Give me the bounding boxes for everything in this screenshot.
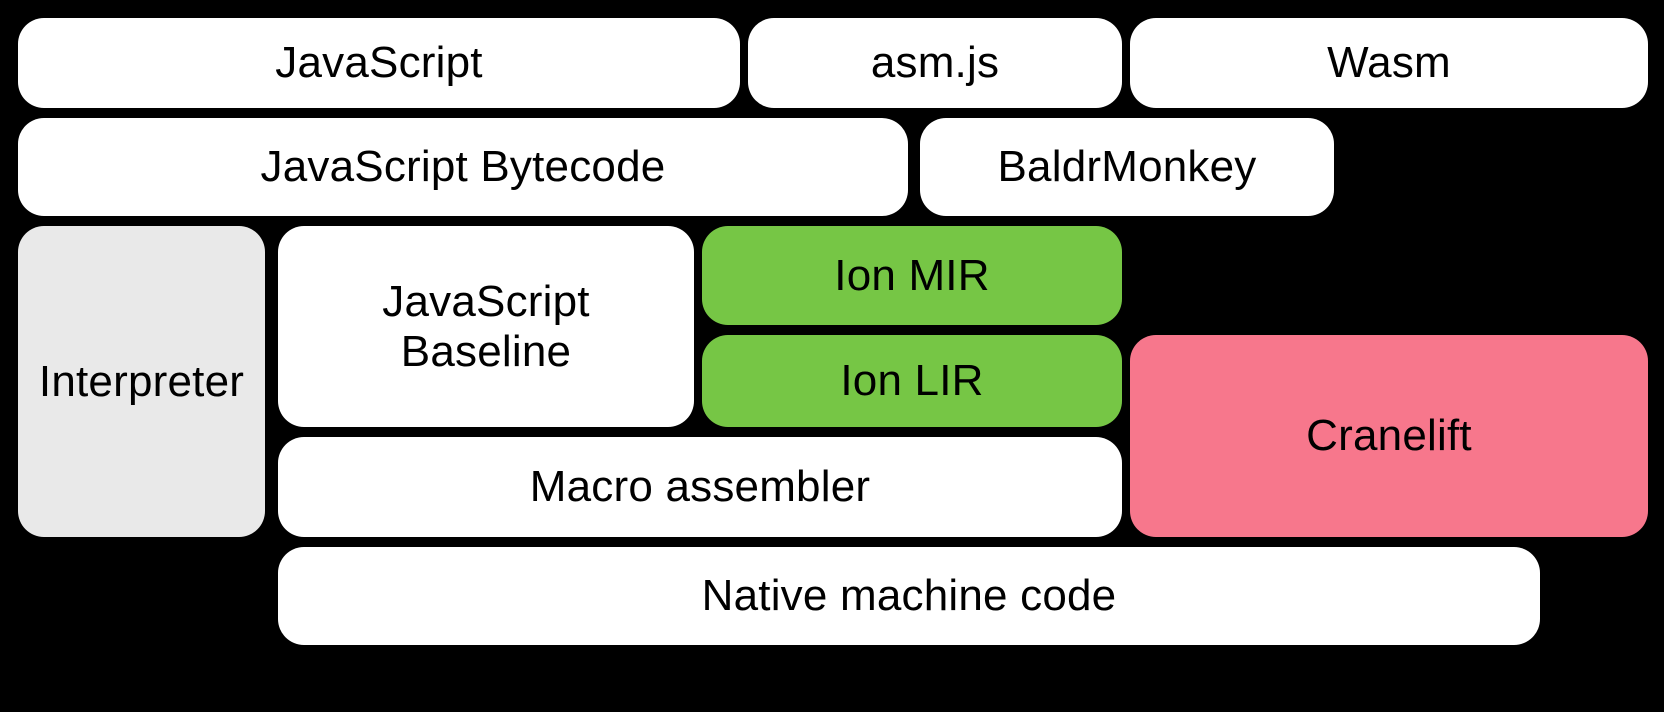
node-wasm: Wasm bbox=[1130, 18, 1648, 108]
node-native-machine-code: Native machine code bbox=[278, 547, 1540, 645]
node-interpreter: Interpreter bbox=[18, 226, 265, 537]
node-baldrmonkey: BaldrMonkey bbox=[920, 118, 1334, 216]
node-javascript-bytecode: JavaScript Bytecode bbox=[18, 118, 908, 216]
node-macro-assembler: Macro assembler bbox=[278, 437, 1122, 537]
node-ion-lir: Ion LIR bbox=[702, 335, 1122, 427]
node-ion-mir: Ion MIR bbox=[702, 226, 1122, 325]
node-javascript-baseline: JavaScript Baseline bbox=[278, 226, 694, 427]
node-javascript: JavaScript bbox=[18, 18, 740, 108]
node-cranelift: Cranelift bbox=[1130, 335, 1648, 537]
node-asmjs: asm.js bbox=[748, 18, 1122, 108]
